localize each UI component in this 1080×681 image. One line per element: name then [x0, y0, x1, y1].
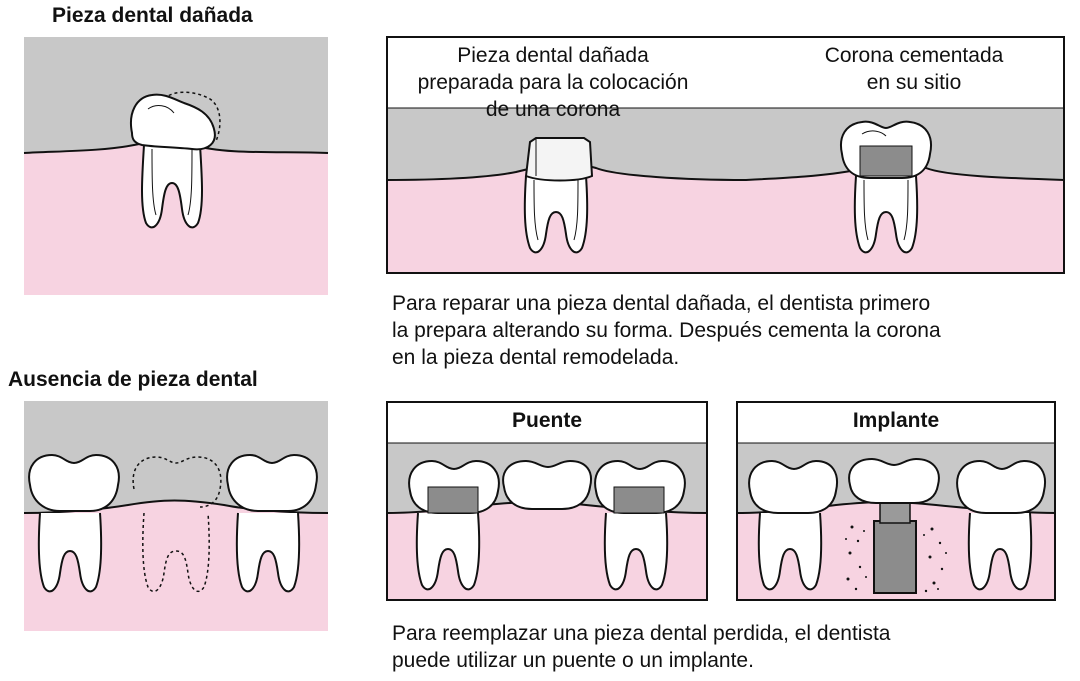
replace-caption: Para reemplazar una pieza dental perdida…: [392, 622, 891, 672]
missing-tooth-icon: [132, 456, 222, 593]
implant-panel: [735, 401, 1057, 601]
bridge-icon: [408, 459, 686, 591]
implant-title: Implante: [852, 409, 940, 432]
implant-post-icon: [845, 457, 947, 594]
damaged-tooth-panel: [23, 37, 329, 295]
prepared-tooth-icon: [523, 137, 594, 254]
damaged-tooth-title: Pieza dental dañada: [52, 4, 253, 27]
crown-panel: [385, 36, 1066, 274]
missing-tooth-panel: [23, 401, 329, 631]
bridge-panel: [385, 401, 709, 601]
crowned-tooth-icon: [840, 120, 932, 254]
crown-caption: Para reparar una pieza dental dañada, el…: [392, 292, 941, 369]
missing-tooth-title: Ausencia de pieza dental: [8, 368, 258, 391]
prepared-tooth-label: Pieza dental dañada preparada para la co…: [417, 44, 689, 121]
crowned-tooth-label: Corona cementada en su sitio: [824, 44, 1004, 94]
bridge-title: Puente: [511, 409, 582, 432]
damaged-tooth-icon: [130, 91, 221, 229]
